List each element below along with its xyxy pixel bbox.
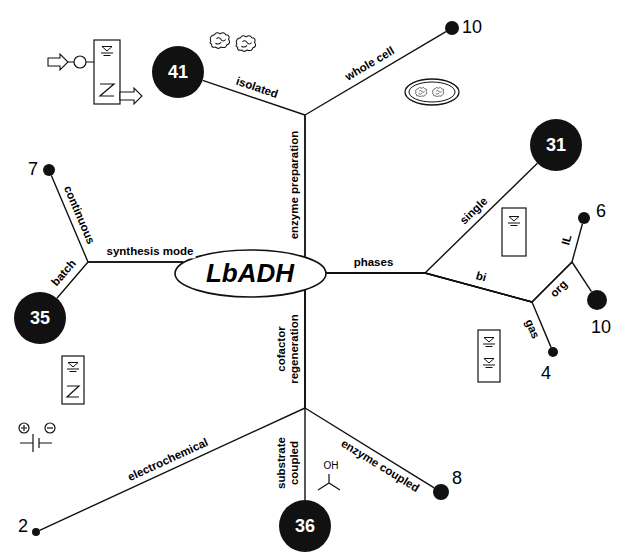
continuous-reactor-symbol bbox=[68, 61, 94, 62]
cell-icon bbox=[405, 79, 459, 105]
cell-icon bbox=[415, 87, 427, 96]
count-dot: 4 bbox=[548, 347, 558, 357]
count-number: 8 bbox=[452, 469, 462, 489]
electrode-symbol bbox=[45, 423, 55, 433]
count-dot: 2 bbox=[32, 528, 40, 536]
branch-label: enzyme coupled bbox=[336, 436, 422, 496]
continuous-reactor-symbol bbox=[101, 47, 113, 56]
count-number: 10 bbox=[462, 18, 482, 38]
continuous-reactor-symbol bbox=[74, 56, 86, 68]
biphasic-vessel-symbol bbox=[483, 338, 495, 347]
batch-reactor-symbol bbox=[62, 356, 84, 404]
electrode-symbol bbox=[20, 434, 52, 452]
electrode-symbol bbox=[47, 427, 53, 428]
continuous-reactor-symbol bbox=[94, 40, 120, 104]
batch-reactor-symbol bbox=[67, 386, 79, 397]
continuous-reactor-symbol bbox=[48, 54, 68, 70]
biphasic-vessel-symbol bbox=[483, 359, 495, 368]
branch-line bbox=[40, 289, 305, 530]
vessel-symbol bbox=[508, 217, 520, 226]
branch-label: electrochemical bbox=[124, 435, 212, 485]
branch-label: batch bbox=[48, 256, 81, 291]
count-dot: 10 bbox=[587, 290, 607, 310]
branch-label: IL bbox=[559, 232, 575, 249]
vessel-symbol bbox=[502, 208, 526, 256]
enzyme-icon bbox=[210, 33, 230, 49]
branch-line bbox=[326, 273, 552, 347]
chemical-label: OH bbox=[322, 460, 341, 471]
count-circle: 31 bbox=[530, 119, 582, 171]
category-label: phases bbox=[352, 256, 396, 269]
cell-icon bbox=[432, 87, 444, 96]
branch-label: isolated bbox=[233, 74, 282, 102]
count-number: 6 bbox=[596, 202, 606, 222]
count-circle: 35 bbox=[14, 292, 66, 344]
count-number: 2 bbox=[18, 517, 28, 537]
batch-reactor-symbol bbox=[67, 363, 79, 372]
count-number: 10 bbox=[591, 318, 611, 338]
category-label: cofactor regeneration bbox=[275, 305, 301, 393]
count-number: 35 bbox=[30, 308, 50, 329]
batch-reactor-symbol bbox=[62, 356, 84, 404]
category-label: bi bbox=[473, 269, 490, 285]
count-number: 41 bbox=[168, 62, 188, 83]
count-circle: 36 bbox=[279, 500, 331, 552]
branch-label: gas bbox=[521, 315, 542, 342]
branch-line bbox=[305, 32, 446, 257]
branch-label: org bbox=[547, 277, 572, 302]
count-dot: 7 bbox=[43, 164, 55, 176]
count-number: 7 bbox=[28, 160, 38, 180]
biphasic-vessel-symbol bbox=[478, 330, 500, 382]
continuous-reactor-symbol bbox=[100, 84, 114, 96]
category-label: synthesis mode bbox=[105, 245, 196, 258]
category-label: enzyme preparation bbox=[288, 129, 301, 242]
electrode-symbol bbox=[19, 423, 55, 452]
enzyme-icon bbox=[210, 33, 256, 52]
count-circle: 41 bbox=[152, 46, 204, 98]
count-dot: 10 bbox=[445, 21, 459, 35]
vessel-symbol bbox=[502, 208, 526, 256]
isopropanol-structure bbox=[318, 474, 340, 490]
hub-ellipse: LbADH bbox=[174, 249, 327, 298]
count-dot: 6 bbox=[578, 212, 590, 224]
count-dot: 8 bbox=[433, 484, 449, 500]
count-number: 36 bbox=[295, 516, 315, 537]
continuous-reactor-symbol bbox=[48, 40, 142, 104]
branch-label: single bbox=[456, 193, 492, 228]
hub-outline bbox=[175, 250, 326, 297]
branch-line bbox=[326, 163, 538, 273]
cell-icon bbox=[405, 79, 459, 105]
branch-label: continuous bbox=[60, 182, 98, 248]
biphasic-vessel-symbol bbox=[478, 330, 500, 382]
enzyme-icon bbox=[236, 36, 256, 52]
hub-label: LbADH bbox=[206, 258, 294, 289]
branch-line bbox=[203, 80, 305, 257]
count-number: 4 bbox=[541, 364, 551, 384]
isopropanol-structure bbox=[318, 474, 340, 490]
cell-icon bbox=[409, 82, 455, 102]
branch-label: whole cell bbox=[341, 44, 398, 85]
continuous-reactor-symbol bbox=[120, 88, 142, 104]
electrode-symbol bbox=[19, 423, 29, 433]
electrode-symbol bbox=[21, 425, 27, 431]
branch-label: substrate coupled bbox=[275, 428, 301, 498]
count-number: 31 bbox=[546, 135, 566, 156]
